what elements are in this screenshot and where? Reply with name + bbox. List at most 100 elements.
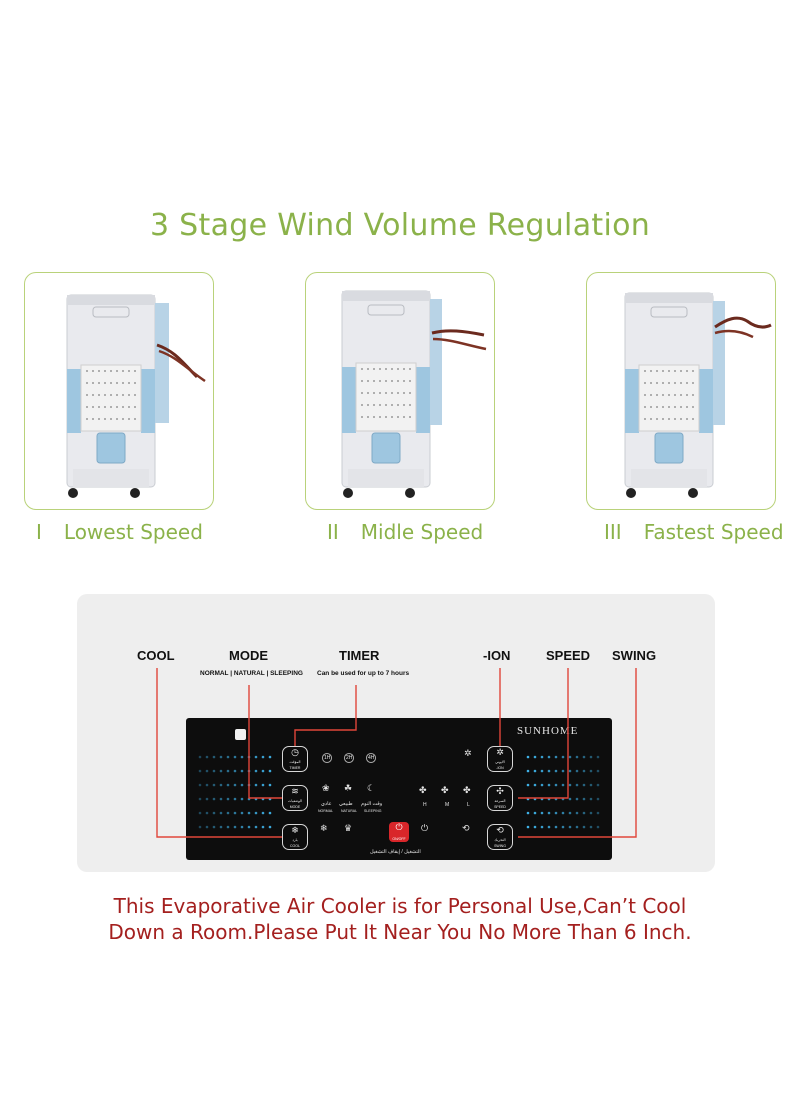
led-dot [589, 811, 593, 815]
speed-low-label: L [467, 802, 470, 808]
led-dot [226, 769, 230, 773]
led-dot [254, 769, 258, 773]
cool-indicator-icon: ❄ [320, 824, 328, 834]
label-speed: SPEED [546, 648, 591, 663]
led-dot [554, 783, 558, 787]
swing-button[interactable]: ⟲ التحريك SWING [487, 824, 513, 850]
timer-button[interactable]: ◷ المؤقت TIMER [282, 746, 308, 772]
led-dot [533, 769, 537, 773]
led-dot [205, 811, 209, 815]
led-dot [561, 755, 565, 759]
air-cooler-image [66, 294, 206, 498]
led-dot [198, 755, 202, 759]
led-dot [568, 755, 572, 759]
led-dot [540, 755, 544, 759]
brand-logo: SUNHOME [517, 725, 579, 737]
ion-icon: ✲ [496, 748, 504, 758]
led-dot [582, 783, 586, 787]
led-dot [540, 783, 544, 787]
led-dot [212, 755, 216, 759]
power-button[interactable]: ⏻ ON/OFF [389, 822, 409, 842]
led-dot [212, 811, 216, 815]
led-dot [268, 755, 272, 759]
led-dot [547, 783, 551, 787]
led-dot [561, 825, 565, 829]
led-dot [561, 811, 565, 815]
led-dot [540, 825, 544, 829]
sleeping-ar: وقت النوم [361, 801, 383, 807]
power-icon: ⏻ [395, 823, 403, 833]
led-dot [575, 769, 579, 773]
led-dot [261, 769, 265, 773]
timer-2h-indicator: 2H [344, 753, 355, 763]
led-dot [547, 755, 551, 759]
crown-indicator-icon: ♛ [344, 824, 353, 834]
led-dot [226, 755, 230, 759]
normal-ar: عادي [321, 801, 332, 807]
led-dot [582, 769, 586, 773]
led-dot [533, 755, 537, 759]
led-dot [233, 797, 237, 801]
fan-low-icon: ✤ [463, 786, 471, 796]
heading: 3 Stage Wind Volume Regulation [149, 208, 651, 243]
mode-button[interactable]: ≋ الوضعيات MODE [282, 785, 308, 811]
led-dot [554, 755, 558, 759]
led-dot [596, 769, 600, 773]
standby-icon: ⏻ [421, 824, 429, 834]
led-dot [568, 825, 572, 829]
led-dot [561, 769, 565, 773]
led-dot [554, 825, 558, 829]
led-dot [540, 811, 544, 815]
led-dot [233, 811, 237, 815]
led-dot [533, 783, 537, 787]
led-dot [233, 825, 237, 829]
led-dot [233, 755, 237, 759]
speed-button[interactable]: ✣ السرعة SPEED [487, 785, 513, 811]
led-dot [254, 783, 258, 787]
led-dot [575, 797, 579, 801]
led-dot [533, 825, 537, 829]
led-dot [589, 825, 593, 829]
ion-indicator-icon: ✲ [464, 749, 472, 759]
led-dot [575, 755, 579, 759]
led-dot [240, 783, 244, 787]
led-dot [240, 797, 244, 801]
led-dot [554, 769, 558, 773]
swing-icon: ⟲ [496, 826, 504, 836]
notice-line-1: This Evaporative Air Cooler is for Perso… [113, 894, 687, 918]
clock-icon: ◷ [291, 748, 299, 758]
led-dot [268, 811, 272, 815]
led-dot [212, 825, 216, 829]
led-dot [268, 825, 272, 829]
led-dot [568, 783, 572, 787]
led-dot [589, 783, 593, 787]
led-dot [582, 797, 586, 801]
ion-button[interactable]: ✲ الايوني -ION [487, 746, 513, 772]
led-dot [219, 769, 223, 773]
led-dot [568, 797, 572, 801]
led-dot [547, 811, 551, 815]
led-dot [268, 783, 272, 787]
fan-icon: ✣ [496, 787, 504, 797]
cool-button[interactable]: ❄ بارد COOL [282, 824, 308, 850]
sleeping-mode-icon: ☾ [367, 784, 376, 794]
speed-high-label: H [423, 802, 427, 808]
fan-mid-icon: ✤ [441, 786, 449, 796]
led-dot [582, 825, 586, 829]
mode-options: NORMAL | NATURAL | SLEEPING [200, 670, 303, 677]
led-dot [554, 811, 558, 815]
led-dot [212, 783, 216, 787]
label-swing: SWING [612, 648, 657, 663]
led-dot [526, 755, 530, 759]
speed-mid-label: M [445, 802, 450, 808]
led-dot [589, 769, 593, 773]
label-ion: -ION [483, 648, 511, 663]
led-dot [568, 811, 572, 815]
timer-1h-indicator: 1H [322, 753, 333, 763]
led-dot [575, 825, 579, 829]
led-dot [596, 811, 600, 815]
led-dot [254, 811, 258, 815]
led-dot [233, 769, 237, 773]
